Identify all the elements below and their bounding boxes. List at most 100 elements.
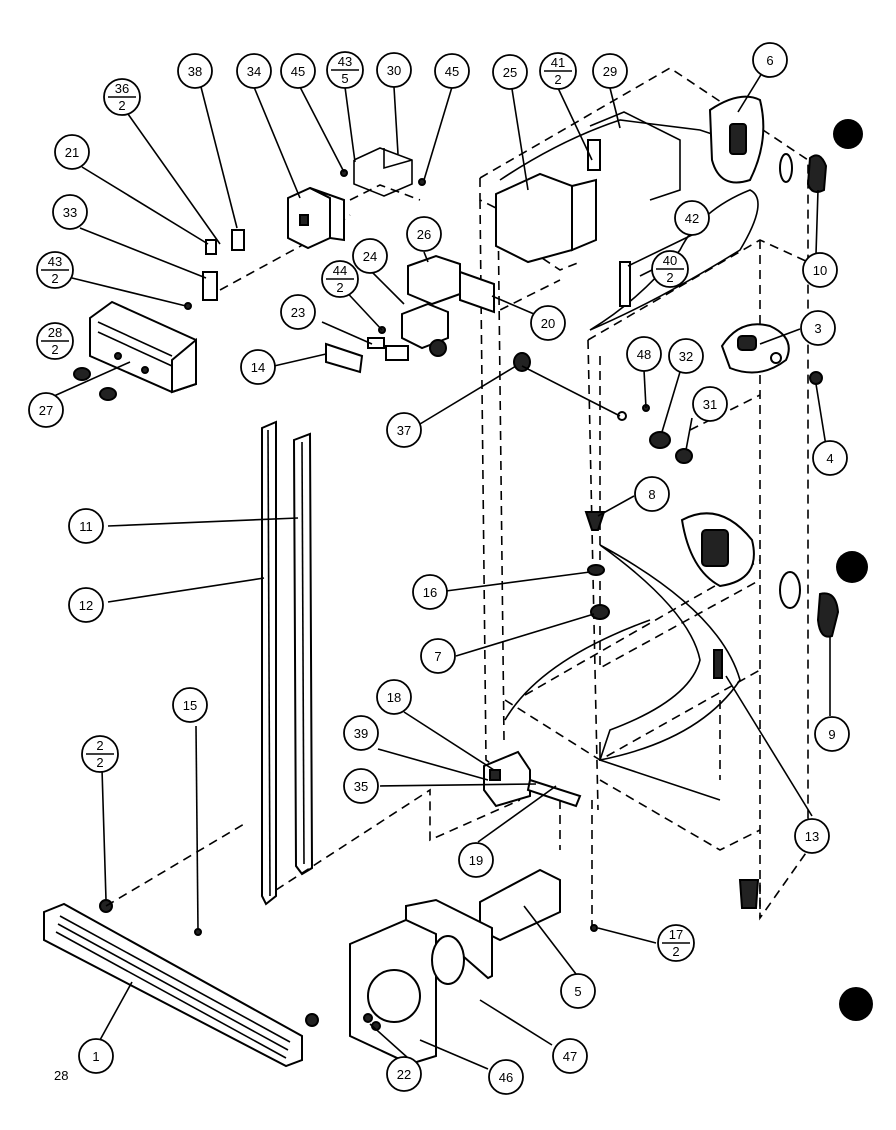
callout-30: 30 (376, 52, 412, 88)
callout-15: 15 (172, 687, 208, 723)
svg-text:4: 4 (826, 451, 833, 466)
callout-31: 31 (692, 386, 728, 422)
callout-37: 37 (386, 412, 422, 448)
svg-text:31: 31 (703, 397, 717, 412)
svg-text:24: 24 (363, 249, 377, 264)
callout-45a: 45 (280, 53, 316, 89)
svg-text:26: 26 (417, 227, 431, 242)
fraction-callout-2-2: 2 2 (81, 735, 119, 773)
svg-text:2: 2 (554, 72, 561, 87)
door-rails (105, 420, 521, 907)
callout-13: 13 (794, 818, 830, 854)
callout-32: 32 (668, 338, 704, 374)
svg-text:29: 29 (603, 64, 617, 79)
fraction-callouts: 36 2 43 5 41 2 43 2 44 2 (36, 51, 695, 962)
svg-text:19: 19 (469, 853, 483, 868)
callout-14: 14 (240, 349, 276, 385)
svg-text:25: 25 (503, 65, 517, 80)
svg-text:10: 10 (813, 263, 827, 278)
fraction-callout-17-2: 17 2 (657, 924, 695, 962)
leader-lines (53, 59, 831, 1070)
callout-47: 47 (552, 1038, 588, 1074)
callout-22: 22 (386, 1056, 422, 1092)
svg-text:44: 44 (333, 263, 347, 278)
callout-29: 29 (592, 53, 628, 89)
cabinet-liner (499, 119, 759, 801)
air-duct-assembly (495, 95, 828, 307)
binder-hole-bottom (839, 987, 873, 1021)
svg-text:46: 46 (499, 1070, 513, 1085)
callout-6: 6 (752, 42, 788, 78)
callout-18: 18 (376, 679, 412, 715)
svg-text:15: 15 (183, 698, 197, 713)
fraction-callout-43-5: 43 5 (326, 51, 364, 89)
mechanism-parts (513, 323, 840, 909)
callout-9: 9 (814, 716, 850, 752)
svg-text:48: 48 (637, 347, 651, 362)
callout-10: 10 (802, 252, 838, 288)
svg-text:14: 14 (251, 360, 265, 375)
svg-text:41: 41 (551, 55, 565, 70)
fraction-callout-28-2: 28 2 (36, 322, 74, 360)
svg-text:11: 11 (79, 519, 93, 534)
control-bracket-assembly (184, 147, 426, 310)
callout-39: 39 (343, 715, 379, 751)
fraction-callout-36-2: 36 2 (103, 78, 141, 116)
svg-text:12: 12 (79, 598, 93, 613)
callouts: 38 34 45 30 45 25 29 6 21 33 26 24 42 10… (28, 42, 850, 1095)
svg-text:30: 30 (387, 63, 401, 78)
callout-23: 23 (280, 294, 316, 330)
svg-text:1: 1 (92, 1049, 99, 1064)
callout-33: 33 (52, 194, 88, 230)
svg-text:2: 2 (336, 280, 343, 295)
svg-text:37: 37 (397, 423, 411, 438)
callout-21: 21 (54, 134, 90, 170)
svg-text:6: 6 (766, 53, 773, 68)
binder-hole-top (833, 119, 863, 149)
svg-text:2: 2 (672, 944, 679, 959)
svg-text:17: 17 (669, 927, 683, 942)
callout-16: 16 (412, 574, 448, 610)
callout-42: 42 (674, 200, 710, 236)
callout-48: 48 (626, 336, 662, 372)
callout-45b: 45 (434, 53, 470, 89)
svg-text:18: 18 (387, 690, 401, 705)
svg-text:2: 2 (96, 755, 103, 770)
callout-12: 12 (68, 587, 104, 623)
svg-text:43: 43 (338, 54, 352, 69)
svg-text:42: 42 (685, 211, 699, 226)
svg-text:21: 21 (65, 145, 79, 160)
svg-text:38: 38 (188, 64, 202, 79)
svg-text:5: 5 (574, 984, 581, 999)
svg-text:16: 16 (423, 585, 437, 600)
callout-38: 38 (177, 53, 213, 89)
fraction-callout-44-2: 44 2 (321, 260, 359, 298)
svg-text:23: 23 (291, 305, 305, 320)
svg-text:2: 2 (666, 270, 673, 285)
svg-text:34: 34 (247, 64, 261, 79)
svg-text:22: 22 (397, 1067, 411, 1082)
svg-text:5: 5 (341, 71, 348, 86)
fraction-callout-40-2: 40 2 (651, 250, 689, 288)
callout-35: 35 (343, 768, 379, 804)
callout-46: 46 (488, 1059, 524, 1095)
callout-7: 7 (420, 638, 456, 674)
svg-text:28: 28 (48, 325, 62, 340)
callout-20: 20 (530, 305, 566, 341)
callout-5: 5 (560, 973, 596, 1009)
binder-hole-middle (836, 551, 868, 583)
svg-text:2: 2 (96, 738, 103, 753)
callout-8: 8 (634, 476, 670, 512)
svg-text:40: 40 (663, 253, 677, 268)
callout-24: 24 (352, 238, 388, 274)
svg-text:35: 35 (354, 779, 368, 794)
callout-34: 34 (236, 53, 272, 89)
svg-text:13: 13 (805, 829, 819, 844)
fraction-callout-43-2: 43 2 (36, 251, 74, 289)
svg-text:8: 8 (648, 487, 655, 502)
svg-text:2: 2 (51, 271, 58, 286)
svg-text:45: 45 (445, 64, 459, 79)
center-bracket-assembly (325, 254, 495, 374)
svg-text:47: 47 (563, 1049, 577, 1064)
